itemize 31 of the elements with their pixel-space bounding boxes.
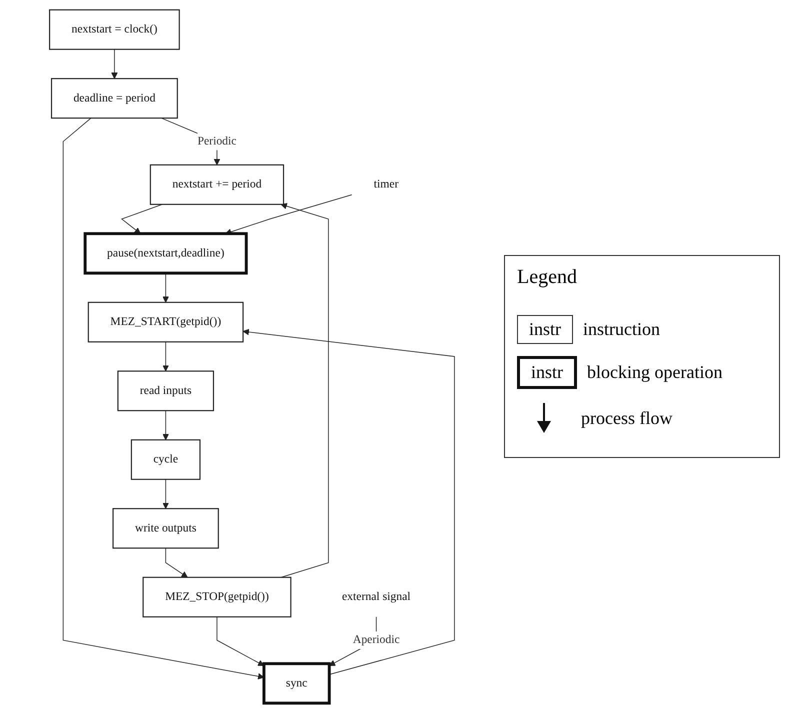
node-box: MEZ_STOP(getpid()) xyxy=(142,576,292,618)
node-text: timer xyxy=(374,178,398,190)
node-box: read inputs xyxy=(117,370,214,412)
arrow xyxy=(225,194,352,235)
node-box: MEZ_START(getpid()) xyxy=(88,302,244,342)
arrow xyxy=(280,203,329,578)
legend-text: blocking operation xyxy=(587,362,722,383)
arrow xyxy=(162,410,169,440)
arrow xyxy=(121,204,163,234)
legend-title: Legend xyxy=(517,266,577,289)
arrow xyxy=(216,616,264,666)
node-box: nextstart = clock() xyxy=(49,9,180,50)
node-box: cycle xyxy=(130,439,201,480)
node-text: external signal xyxy=(342,590,411,603)
blocking-sample-box: instr xyxy=(517,356,577,389)
arrow xyxy=(242,328,455,675)
node-box: deadline = period xyxy=(50,78,178,119)
legend-text: process flow xyxy=(581,408,672,428)
node-box: sync xyxy=(262,662,331,705)
arrow xyxy=(111,48,118,79)
node-box: nextstart += period xyxy=(150,164,284,205)
node-box: pause(nextstart,deadline) xyxy=(84,232,248,275)
legend-text: instruction xyxy=(583,319,660,340)
arrow xyxy=(162,272,169,303)
edge-label: Aperiodic xyxy=(352,634,400,646)
arrow xyxy=(165,548,188,578)
arrow xyxy=(162,342,169,372)
edge-label: Periodic xyxy=(197,134,236,148)
arrow xyxy=(162,479,169,509)
instruction-sample-box: instr xyxy=(517,315,573,344)
node-box: write outputs xyxy=(112,508,219,549)
